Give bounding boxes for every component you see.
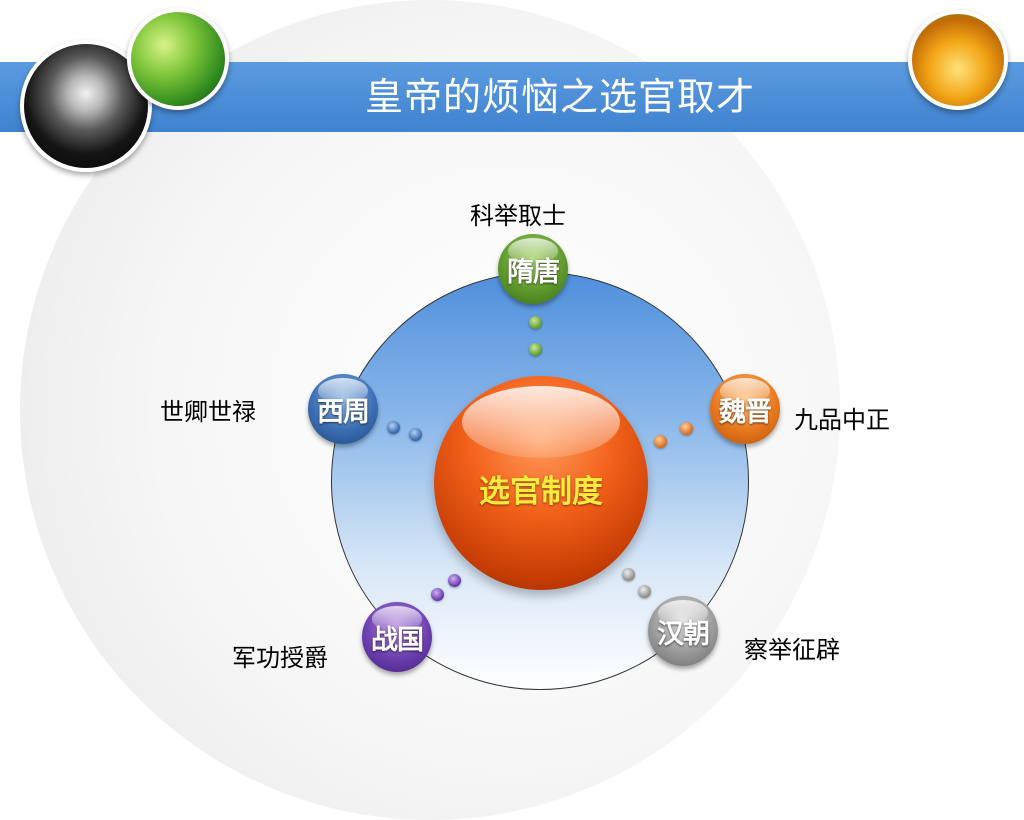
node-zhanguo: 战国 — [362, 602, 432, 672]
connector-dot-zhanguo — [431, 588, 444, 601]
leaf-photo — [127, 8, 229, 110]
connector-dot-weijin — [654, 435, 667, 448]
node-hanchao: 汉朝 — [648, 596, 718, 666]
connector-dot-hanchao — [638, 585, 651, 598]
node-xizhou: 西周 — [308, 374, 378, 444]
connector-dot-suitang — [529, 343, 542, 356]
node-label: 魏晋 — [719, 396, 772, 428]
connector-dot-xizhou — [387, 421, 400, 434]
system-label-xizhou: 世卿世禄 — [160, 398, 256, 426]
center-label: 选官制度 — [479, 474, 603, 510]
node-label: 隋唐 — [507, 256, 560, 288]
node-suitang: 隋唐 — [498, 234, 568, 304]
connector-dot-weijin — [680, 422, 693, 435]
node-label: 汉朝 — [657, 618, 710, 650]
node-label: 战国 — [371, 624, 424, 656]
connector-dot-hanchao — [622, 568, 635, 581]
node-label: 西周 — [317, 396, 370, 428]
system-label-zhanguo: 军功授爵 — [232, 644, 328, 672]
node-weijin: 魏晋 — [710, 374, 780, 444]
system-label-suitang: 科举取士 — [470, 202, 566, 230]
tulip-photo — [908, 10, 1008, 110]
system-label-weijin: 九品中正 — [794, 406, 890, 434]
page-title: 皇帝的烦恼之选官取才 — [364, 75, 755, 119]
connector-dot-xizhou — [409, 428, 422, 441]
connector-dot-suitang — [529, 316, 542, 329]
center-ball-gloss — [462, 386, 620, 458]
connector-dot-zhanguo — [448, 574, 461, 587]
system-label-hanchao: 察举征辟 — [744, 636, 840, 664]
